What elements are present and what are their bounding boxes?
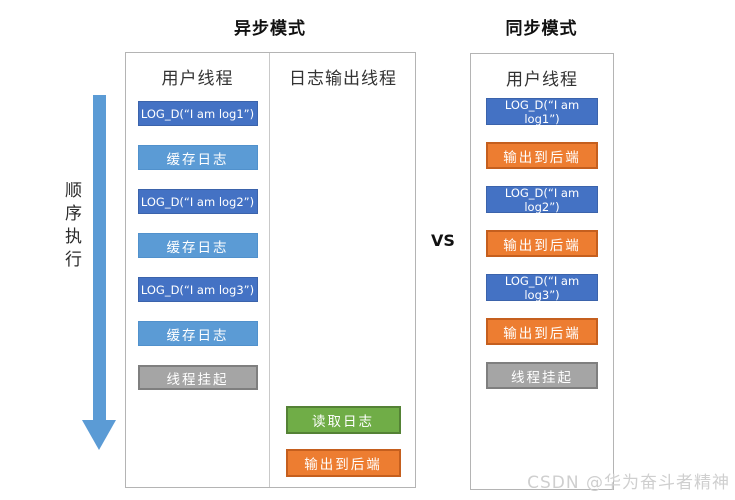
sequential-execution-label: 顺序执行 <box>61 181 81 273</box>
column-divider <box>269 53 270 487</box>
sync-user-thread-steps: LOG_D(“I am log1”) 输出到后端 LOG_D(“I am log2”… <box>471 98 613 389</box>
flow-step-output: 输出到后端 <box>486 230 598 257</box>
flow-step-log: LOG_D(“I am log2”) <box>486 186 598 214</box>
async-log-output-thread-steps: 读取日志输出到后端 <box>270 406 416 477</box>
arrow-head <box>82 420 116 450</box>
user-thread-header: 用户线程 <box>161 69 234 89</box>
flow-step-output: 输出到后端 <box>486 318 598 345</box>
flow-step-cache: 缓存日志 <box>137 233 258 258</box>
async-user-thread-steps: LOG_D(“I am log1”) 缓存日志 LOG_D(“I am log2”)… <box>126 101 269 390</box>
sequence-down-arrow-icon <box>82 95 117 450</box>
async-log-output-thread-column: 日志输出线程 读取日志输出到后端 <box>270 53 416 487</box>
async-mode-title: 异步模式 <box>234 19 306 39</box>
flow-step-log: LOG_D(“I am log2”) <box>137 189 258 214</box>
flow-step-output: 输出到后端 <box>285 449 401 477</box>
flow-step-log: LOG_D(“I am log3”) <box>137 277 258 302</box>
arrow-shaft <box>93 95 106 421</box>
flow-step-read: 读取日志 <box>285 406 401 434</box>
sync-mode-title: 同步模式 <box>505 19 578 39</box>
flow-step-cache: 缓存日志 <box>137 145 258 170</box>
flow-step-log: LOG_D(“I am log3”) <box>486 274 598 302</box>
flow-step-log: LOG_D(“I am log1”) <box>486 98 598 126</box>
user-thread-header: 用户线程 <box>506 70 578 90</box>
csdn-watermark: CSDN @华为奋斗者精神 <box>527 473 730 493</box>
flow-step-log: LOG_D(“I am log1”) <box>137 101 258 126</box>
vs-label: VS <box>431 231 455 250</box>
flow-step-output: 输出到后端 <box>486 142 598 169</box>
flow-step-cache: 缓存日志 <box>137 321 258 346</box>
flow-step-suspend: 线程挂起 <box>486 362 598 389</box>
flow-step-suspend: 线程挂起 <box>137 365 258 390</box>
log-output-thread-header: 日志输出线程 <box>289 69 397 89</box>
